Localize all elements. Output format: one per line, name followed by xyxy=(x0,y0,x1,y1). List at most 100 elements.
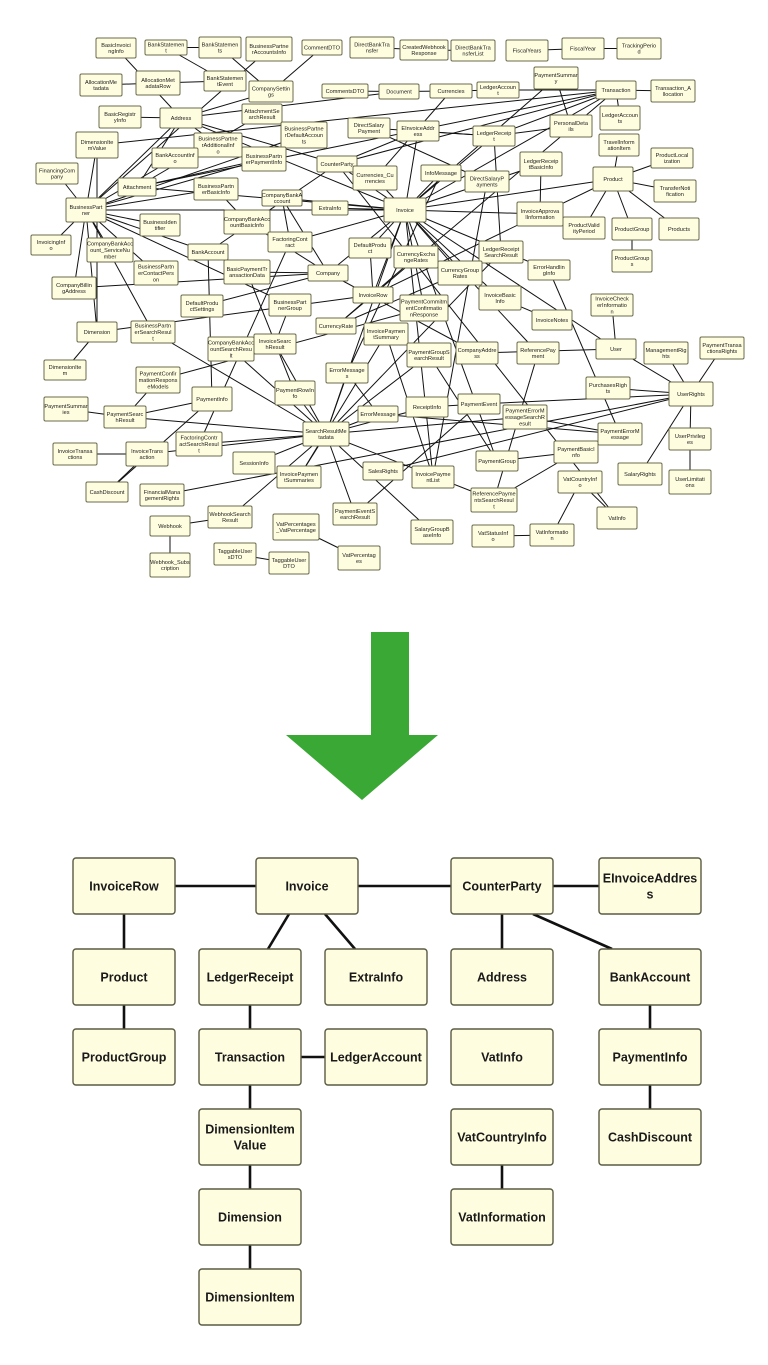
before-node-label: SalesRights xyxy=(368,469,398,475)
before-node-box xyxy=(472,125,516,147)
before-node-box xyxy=(592,166,634,192)
before-node-box xyxy=(476,81,520,99)
after-node-payment-info: PaymentInfo xyxy=(598,1028,702,1086)
before-node-box xyxy=(362,461,404,481)
before-node-box xyxy=(315,317,357,335)
before-node-error-message: ErrorMessage xyxy=(357,405,399,423)
after-node-label: InvoiceRow xyxy=(89,880,159,894)
before-node-box xyxy=(193,177,239,201)
before-node-label: VatPercentages_VatPercentage xyxy=(275,522,316,534)
before-node-box xyxy=(241,146,287,172)
before-node-comment-dto: CommentDTO xyxy=(301,39,343,56)
after-node-invoice: Invoice xyxy=(255,857,359,915)
before-node-box xyxy=(274,380,316,406)
before-node-box xyxy=(429,83,473,99)
before-node-box xyxy=(248,80,294,103)
before-node-box xyxy=(98,105,142,129)
after-node-product-group: ProductGroup xyxy=(72,1028,176,1086)
before-node-box xyxy=(699,336,745,360)
before-node-box xyxy=(516,201,564,227)
after-node-vat-information: VatInformation xyxy=(450,1188,554,1246)
before-node-box xyxy=(516,341,560,365)
after-node-label: VatCountryInfo xyxy=(457,1131,547,1145)
after-node-box xyxy=(598,948,702,1006)
before-node-invoice-notes: InvoiceNotes xyxy=(531,309,573,331)
before-node-box xyxy=(585,376,631,400)
after-node-label: PaymentInfo xyxy=(612,1051,687,1065)
before-node-box xyxy=(207,505,253,529)
after-node-extra-info: ExtraInfo xyxy=(324,948,428,1006)
before-node-box xyxy=(527,259,571,281)
before-node-box xyxy=(302,421,350,447)
before-node-label: SalaryRights xyxy=(624,472,656,478)
before-node-box xyxy=(301,39,343,56)
before-node-extra-info: ExtraInfo xyxy=(311,200,349,216)
before-node-currency-rate: CurrencyRate xyxy=(315,317,357,335)
before-edge xyxy=(404,178,614,211)
before-node-box xyxy=(357,405,399,423)
before-edge xyxy=(85,158,265,211)
before-edge xyxy=(161,393,692,496)
before-node-box xyxy=(139,213,181,237)
before-node-webhook: Webhook xyxy=(149,515,191,537)
before-node-payment-info: PaymentInfo xyxy=(191,386,233,412)
after-node-label: Address xyxy=(477,971,527,985)
before-node-box xyxy=(133,260,179,286)
after-node-box xyxy=(324,1028,428,1086)
before-node-label: CashDiscount xyxy=(90,490,125,496)
before-edge xyxy=(382,393,692,472)
before-node-box xyxy=(653,179,697,203)
before-edge xyxy=(146,433,327,455)
before-node-box xyxy=(549,114,593,138)
before-node-box xyxy=(213,542,257,566)
after-node-box xyxy=(255,857,359,915)
after-edge xyxy=(532,912,613,951)
after-node-invoice-row: InvoiceRow xyxy=(72,857,176,915)
before-node-salary-rights: SalaryRights xyxy=(617,462,663,486)
before-node-box xyxy=(307,264,349,282)
before-node-label: SessionInfo xyxy=(239,461,268,467)
before-node-box xyxy=(76,321,118,343)
before-edge xyxy=(404,89,617,211)
before-node-box xyxy=(464,170,510,193)
